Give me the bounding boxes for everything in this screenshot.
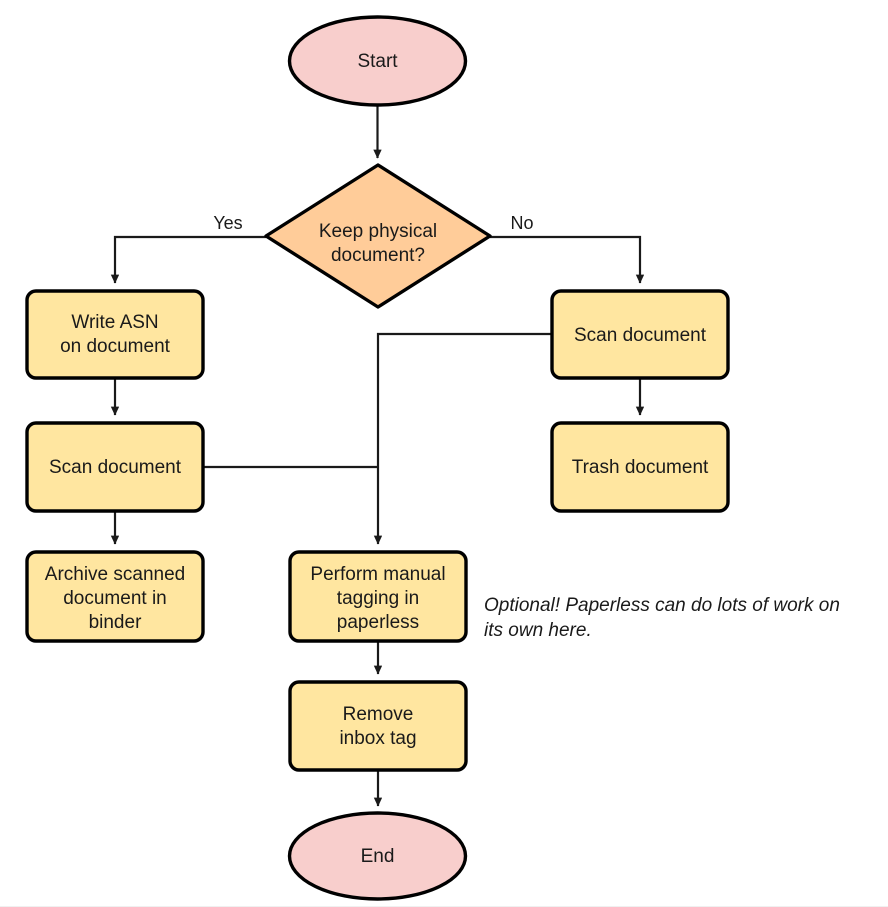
archive-label-line2: document in bbox=[63, 588, 167, 609]
write-asn-label-line1: Write ASN bbox=[71, 312, 158, 333]
annotation-optional-note: Optional! Paperless can do lots of work … bbox=[484, 595, 840, 641]
scan-document-right-box-shape bbox=[550, 289, 730, 380]
edge-scan-right-to-tagging bbox=[373, 332, 552, 545]
remove-inbox-label-line1: Remove bbox=[343, 704, 414, 725]
scan-document-left-box-shape bbox=[25, 421, 205, 513]
start-label: Start bbox=[357, 51, 398, 72]
end-label: End bbox=[361, 846, 395, 867]
node-archive-scanned-document[interactable]: Archive scanned document in binder bbox=[25, 550, 205, 643]
archive-label-line1: Archive scanned bbox=[45, 564, 185, 585]
end-ellipse-shape bbox=[287, 811, 468, 901]
decision-diamond-shape bbox=[264, 163, 492, 309]
edge-label-yes: Yes bbox=[213, 213, 242, 233]
node-end[interactable]: End bbox=[287, 811, 468, 901]
annotation-line2: its own here. bbox=[484, 620, 592, 641]
scan-document-right-label: Scan document bbox=[574, 325, 707, 346]
remove-inbox-box-shape bbox=[288, 680, 468, 772]
start-ellipse-shape bbox=[287, 15, 468, 107]
decision-label-line1: Keep physical bbox=[319, 221, 437, 242]
tagging-label-line3: paperless bbox=[337, 612, 419, 633]
tagging-label-line2: tagging in bbox=[337, 588, 419, 609]
node-perform-manual-tagging[interactable]: Perform manual tagging in paperless bbox=[288, 550, 468, 643]
trash-document-box-shape bbox=[550, 421, 730, 513]
write-asn-box-shape bbox=[25, 289, 205, 380]
decision-label-line2: document? bbox=[331, 245, 425, 266]
archive-label-line3: binder bbox=[89, 612, 142, 633]
node-write-asn-on-document[interactable]: Write ASN on document bbox=[25, 289, 205, 380]
node-decision-keep-physical-document[interactable]: Keep physical document? bbox=[264, 163, 492, 309]
node-start[interactable]: Start bbox=[287, 15, 468, 107]
trash-document-label: Trash document bbox=[572, 457, 709, 478]
tagging-label-line1: Perform manual bbox=[310, 564, 445, 585]
edge-label-no: No bbox=[510, 213, 533, 233]
archive-box-shape bbox=[25, 550, 205, 643]
node-trash-document[interactable]: Trash document bbox=[550, 421, 730, 513]
tagging-box-shape bbox=[288, 550, 468, 643]
node-scan-document-left[interactable]: Scan document bbox=[25, 421, 205, 513]
node-remove-inbox-tag[interactable]: Remove inbox tag bbox=[288, 680, 468, 772]
remove-inbox-label-line2: inbox tag bbox=[339, 728, 416, 749]
annotation-line1: Optional! Paperless can do lots of work … bbox=[484, 595, 840, 616]
edge-decision-yes-to-write-asn bbox=[110, 235, 266, 284]
edge-decision-no-to-scan-right bbox=[490, 235, 645, 284]
node-scan-document-right[interactable]: Scan document bbox=[550, 289, 730, 380]
scan-document-left-label: Scan document bbox=[49, 457, 182, 478]
write-asn-label-line2: on document bbox=[60, 336, 171, 357]
connector-layer bbox=[110, 105, 645, 807]
